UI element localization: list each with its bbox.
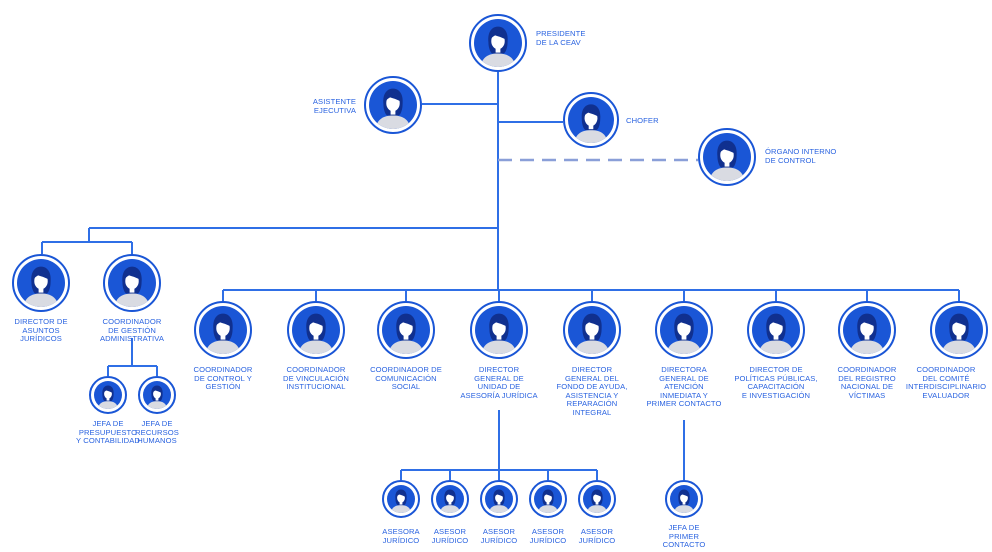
- person-icon: [666, 313, 702, 354]
- person-icon: [23, 266, 59, 307]
- node-chofer[interactable]: [563, 92, 619, 148]
- label-presidente: PRESIDENTE DE LA CEAV: [536, 29, 586, 47]
- person-icon: [758, 313, 794, 354]
- label-asesor-5: ASESOR JURÍDICO: [578, 527, 616, 545]
- node-asesor-2[interactable]: [431, 480, 469, 518]
- label-asesor-4: ASESOR JURÍDICO: [529, 527, 567, 545]
- node-asesor-4[interactable]: [529, 480, 567, 518]
- node-row-6[interactable]: [655, 301, 713, 359]
- node-jefa-recursos[interactable]: [138, 376, 176, 414]
- person-icon: [375, 88, 411, 129]
- label-row-2: COORDINADOR DE VINCULACIÓN INSTITUCIONAL: [283, 365, 349, 392]
- label-row-7: DIRECTOR DE POLÍTICAS PÚBLICAS, CAPACITA…: [734, 365, 818, 400]
- node-jefa-primer-contacto[interactable]: [665, 480, 703, 518]
- node-presidente[interactable]: [469, 14, 527, 72]
- person-icon: [574, 313, 610, 354]
- node-jefa-presupuesto[interactable]: [89, 376, 127, 414]
- person-icon: [941, 313, 977, 354]
- label-chofer: CHOFER: [626, 116, 659, 125]
- node-coordinador-gestion[interactable]: [103, 254, 161, 312]
- person-icon: [673, 489, 695, 513]
- node-row-1[interactable]: [194, 301, 252, 359]
- person-icon: [390, 489, 412, 513]
- label-jefa-recursos: JEFA DE RECURSOS HUMANOS: [135, 419, 179, 446]
- node-asesor-5[interactable]: [578, 480, 616, 518]
- person-icon: [205, 313, 241, 354]
- person-icon: [298, 313, 334, 354]
- person-icon: [480, 26, 516, 67]
- person-icon: [537, 489, 559, 513]
- node-row-2[interactable]: [287, 301, 345, 359]
- label-coordinador-gestion: COORDINADOR DE GESTIÓN ADMINISTRATIVA: [100, 317, 164, 344]
- label-asesor-2: ASESOR JURÍDICO: [431, 527, 469, 545]
- node-row-8[interactable]: [838, 301, 896, 359]
- label-jefa-primer-contacto: JEFA DE PRIMER CONTACTO: [662, 523, 706, 550]
- person-icon: [849, 313, 885, 354]
- label-row-5: DIRECTOR GENERAL DEL FONDO DE AYUDA, ASI…: [556, 365, 628, 417]
- person-icon: [481, 313, 517, 354]
- node-asistente[interactable]: [364, 76, 422, 134]
- label-asesor-3: ASESOR JURÍDICO: [480, 527, 518, 545]
- node-row-4[interactable]: [470, 301, 528, 359]
- node-row-5[interactable]: [563, 301, 621, 359]
- person-icon: [586, 489, 608, 513]
- label-jefa-presupuesto: JEFA DE PRESUPUESTO Y CONTABILIDAD: [76, 419, 140, 446]
- node-row-7[interactable]: [747, 301, 805, 359]
- person-icon: [574, 104, 608, 143]
- node-organo[interactable]: [698, 128, 756, 186]
- label-row-1: COORDINADOR DE CONTROL Y GESTIÓN: [193, 365, 253, 392]
- person-icon: [97, 385, 119, 409]
- node-director-juridicos[interactable]: [12, 254, 70, 312]
- label-row-8: COORDINADOR DEL REGISTRO NACIONAL DE VÍC…: [837, 365, 897, 400]
- person-icon: [146, 385, 168, 409]
- label-row-3: COORDINADOR DE COMUNICACIÓN SOCIAL: [370, 365, 442, 392]
- label-row-6: DIRECTORA GENERAL DE ATENCIÓN INMEDIATA …: [646, 365, 722, 409]
- label-organo: ÓRGANO INTERNO DE CONTROL: [765, 147, 837, 165]
- person-icon: [709, 140, 745, 181]
- person-icon: [114, 266, 150, 307]
- person-icon: [488, 489, 510, 513]
- person-icon: [439, 489, 461, 513]
- node-asesor-1[interactable]: [382, 480, 420, 518]
- node-row-9[interactable]: [930, 301, 988, 359]
- node-asesor-3[interactable]: [480, 480, 518, 518]
- label-director-juridicos: DIRECTOR DE ASUNTOS JURÍDICOS: [14, 317, 68, 344]
- node-row-3[interactable]: [377, 301, 435, 359]
- label-row-9: COORDINADOR DEL COMITÉ INTERDISCIPLINARI…: [905, 365, 987, 400]
- label-asistente: ASISTENTE EJECUTIVA: [312, 97, 356, 115]
- person-icon: [388, 313, 424, 354]
- label-asesor-1: ASESORA JURÍDICO: [382, 527, 420, 545]
- label-row-4: DIRECTOR GENERAL DE UNIDAD DE ASESORÍA J…: [460, 365, 538, 400]
